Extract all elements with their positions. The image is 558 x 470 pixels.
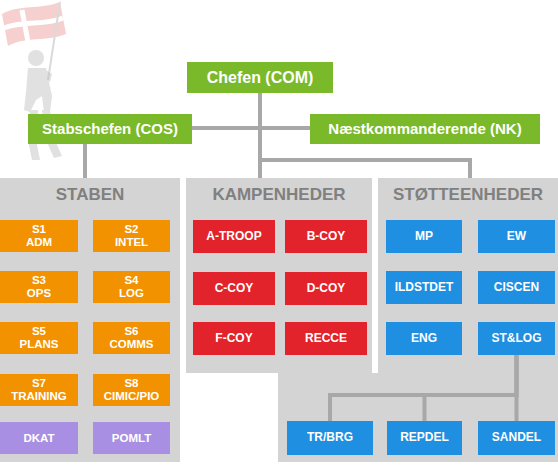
box-label: S4 LOG xyxy=(119,274,144,299)
support-box: ST&LOG xyxy=(478,322,555,355)
box-label: Chefen (COM) xyxy=(207,69,314,87)
support-box: SANDEL xyxy=(478,421,555,455)
box-label: ST&LOG xyxy=(492,332,542,345)
support-box: REPDEL xyxy=(387,421,462,455)
box-label: ILDSTDET xyxy=(395,281,454,294)
box-label: Stabschefen (COS) xyxy=(42,121,178,138)
commander-box: Chefen (COM) xyxy=(187,62,333,93)
chief-of-staff-box: Stabschefen (COS) xyxy=(28,114,192,144)
staff-box: S8 CIMIC/PIO xyxy=(93,374,170,406)
box-label: D-COY xyxy=(307,282,346,295)
box-label: MP xyxy=(415,230,433,243)
box-label: CISCEN xyxy=(494,281,539,294)
flag-pole xyxy=(48,2,60,80)
group-panel: KAMPENHEDER A-TROOP B-COY C-COY D-COY F-COY RE… xyxy=(186,178,372,373)
staff-box: DKAT xyxy=(0,422,78,454)
box-label: EW xyxy=(507,230,526,243)
box-label: S2 INTEL xyxy=(115,223,148,248)
panel-title: STABEN xyxy=(0,185,180,205)
box-label: ENG xyxy=(411,332,437,345)
box-label: DKAT xyxy=(23,432,54,445)
box-label: RECCE xyxy=(305,332,347,345)
unit-box: A-TROOP xyxy=(193,220,275,253)
staff-box: S5 PLANS xyxy=(0,322,78,354)
unit-box: C-COY xyxy=(193,272,275,305)
group-panel: STABEN S1 ADM S2 INTEL S3 OPS S4 LOG S5 PLANS… xyxy=(0,178,180,462)
connector-line xyxy=(83,144,87,178)
soldier-illustration xyxy=(0,0,120,170)
connector-line xyxy=(425,355,517,421)
box-label: SANDEL xyxy=(492,431,541,444)
staff-box: S4 LOG xyxy=(93,271,170,303)
box-label: S5 PLANS xyxy=(20,325,59,350)
panel-title: STØTTEENHEDER xyxy=(378,185,558,205)
staff-box: S3 OPS xyxy=(0,271,78,303)
unit-box: RECCE xyxy=(285,322,367,355)
connector-line xyxy=(515,355,519,421)
box-label: S7 TRAINING xyxy=(11,377,67,402)
unit-box: F-COY xyxy=(193,322,275,355)
support-box: TR/BRG xyxy=(287,421,373,455)
box-label: C-COY xyxy=(215,282,254,295)
staff-box: S6 COMMS xyxy=(93,322,170,354)
deputy-box: Næstkommanderende (NK) xyxy=(310,114,540,144)
panel-shape xyxy=(278,178,558,462)
staff-box: S2 INTEL xyxy=(93,220,170,252)
unit-box: D-COY xyxy=(285,272,367,305)
connector-line xyxy=(192,93,260,128)
box-label: B-COY xyxy=(307,230,346,243)
box-label: S3 OPS xyxy=(27,274,51,299)
box-label: F-COY xyxy=(215,332,252,345)
support-box: EW xyxy=(478,220,555,253)
box-label: A-TROOP xyxy=(206,230,261,243)
connector-line xyxy=(258,93,262,178)
soldier-arm xyxy=(44,70,52,82)
soldier-body xyxy=(24,68,52,112)
box-label: POMLT xyxy=(112,432,151,445)
support-box: ENG xyxy=(386,322,462,355)
box-label: Næstkommanderende (NK) xyxy=(328,121,521,138)
box-label: S6 COMMS xyxy=(109,325,153,350)
connector-line xyxy=(260,93,470,178)
connector-line xyxy=(260,93,310,128)
group-panel: STØTTEENHEDER MP EW ILDSTDET CISCEN ENG ST&LOG… xyxy=(278,178,558,462)
panel-title: KAMPENHEDER xyxy=(186,185,372,205)
support-box: ILDSTDET xyxy=(386,271,462,304)
connector-line xyxy=(330,355,517,421)
box-label: REPDEL xyxy=(400,431,449,444)
support-box: CISCEN xyxy=(478,271,555,304)
box-label: S8 CIMIC/PIO xyxy=(104,377,160,402)
unit-box: B-COY xyxy=(285,220,367,253)
support-box: MP xyxy=(386,220,462,253)
box-label: S1 ADM xyxy=(26,223,52,248)
staff-box: POMLT xyxy=(93,422,170,454)
box-label: TR/BRG xyxy=(307,431,353,444)
soldier-head xyxy=(28,50,44,66)
staff-box: S7 TRAINING xyxy=(0,374,78,406)
staff-box: S1 ADM xyxy=(0,220,78,252)
